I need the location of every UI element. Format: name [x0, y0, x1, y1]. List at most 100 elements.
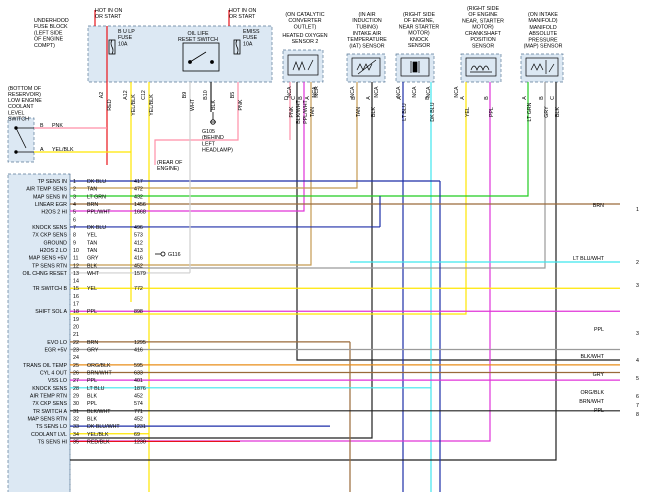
output-number: 7 [636, 403, 639, 409]
pcm-pin-number: 21 [73, 332, 79, 338]
sensor-wire-color-label: DK BLU [430, 102, 436, 121]
output-wire-color: BRN [593, 203, 604, 209]
output-wire-color: PPL [594, 408, 604, 414]
pcm-circuit-number: 772 [134, 286, 143, 292]
underhood-fuse-block-label: FUSE BLOCK [34, 24, 68, 30]
sensor-pin-label: D [284, 96, 290, 100]
coolant-switch-label: COOLANT [8, 104, 34, 110]
catalytic-converter-location-label: CONVERTER [288, 18, 321, 24]
pcm-pin-number: 24 [73, 355, 79, 361]
pcm-signal-label: EGR +5V [44, 348, 67, 354]
nca-mark: NCA [314, 86, 320, 98]
ckp-sensor-box [460, 53, 502, 83]
pcm-signal-label: LINEAR EGR [35, 202, 67, 208]
wire-ckp-a-yel [70, 82, 467, 315]
iat-location-label: TUBING) [356, 24, 378, 30]
pcm-wire-color: TAN [87, 240, 97, 246]
pcm-circuit-number: 1231 [134, 424, 146, 430]
map-sensor-label: PRESSURE [528, 37, 558, 43]
knock-location-label: NEAR STARTER [399, 24, 440, 30]
sensor-wire-color-label: LT GRN [527, 102, 533, 121]
map-sensor-icon [525, 57, 559, 77]
pcm-wire-color: BLK [87, 263, 97, 269]
underhood-fuse-block-label: OF ENGINE [34, 37, 64, 43]
underhood-fuse-block-label: UNDERHOOD [34, 18, 69, 24]
map-sensor-label: MANIFOLD [529, 25, 557, 31]
output-number: 3 [636, 331, 639, 337]
sensor-wire-color-label: GRY [544, 106, 550, 118]
knock-sensor-icon [400, 57, 430, 77]
bu-lp-fuse-icon [108, 39, 116, 55]
output-wire-color: BLK/WHT [580, 354, 604, 360]
knock-sensor-label: SENSOR [408, 43, 431, 49]
pcm-wire-color: YEL [87, 233, 97, 239]
pcm-pin-number: 27 [73, 378, 79, 384]
fuse-wire-color-label: PNK [238, 99, 244, 110]
pcm-signal-label: 7X CKP SENS [32, 401, 67, 407]
pcm-signal-label: SHIFT SOL A [35, 309, 67, 315]
pcm-wire-color: WHT [87, 271, 100, 277]
fuse-pin-label: B9 [182, 92, 188, 99]
iat-location-label: INDUCTION [352, 18, 382, 24]
sensor-pin-label: A [366, 96, 372, 100]
pcm-circuit-number: 633 [134, 371, 143, 377]
pcm-pin-number: 6 [73, 217, 76, 223]
pcm-wire-color: GRY [87, 256, 99, 262]
output-number: 2 [636, 260, 639, 266]
fuse-pin-label: B5 [230, 92, 236, 99]
map-location-label: MANIFOLD) [528, 18, 557, 24]
coolant-switch-label: SWITCH [8, 117, 29, 123]
pcm-circuit-number: 771 [134, 409, 143, 415]
knock-location-label: MOTOR) [408, 31, 430, 37]
wire-o2-b-pplwht [70, 82, 305, 212]
pcm-signal-label: COOLANT LVL [31, 432, 67, 438]
pcm-pin-number: 8 [73, 233, 76, 239]
pcm-wire-color: BLK/WHT [87, 409, 111, 415]
output-number: 1 [636, 207, 639, 213]
wire-b5-pnk [154, 82, 239, 165]
nca-mark: NCA [287, 86, 293, 98]
pcm-pin-number: 23 [73, 348, 79, 354]
pcm-pin-number: 4 [73, 202, 76, 208]
pcm-pin-number: 20 [73, 325, 79, 331]
oxygen-sensor-icon [287, 54, 319, 76]
g105-label: HEADLAMP) [202, 148, 233, 154]
pcm-circuit-number: 1456 [134, 202, 146, 208]
hot-in-on-left-label: HOT IN ON [95, 8, 122, 14]
knock-location-label: (RIGHT SIDE [403, 12, 435, 18]
pcm-signal-label: TS SENS LO [36, 424, 67, 430]
pcm-wire-color: BRN/WHT [87, 371, 112, 377]
pcm-wire-color: RED/BLK [87, 439, 110, 445]
sensor-pin-label: C [291, 96, 297, 100]
fuse-pin-label: C12 [141, 90, 147, 100]
pcm-circuit-number: 898 [134, 309, 143, 315]
sensor-wire-color-label: BLK [371, 107, 377, 117]
pcm-circuit-number: 472 [134, 187, 143, 193]
pcm-wire-color: LT GRN [87, 194, 106, 200]
coolant-pin-b: B [40, 123, 44, 129]
wire-o2-c-blkwht [296, 82, 620, 361]
output-number: 6 [636, 394, 639, 400]
pcm-pin-number: 35 [73, 439, 79, 445]
sensor-wire-color-label: BLK [555, 107, 561, 117]
hot-in-on-left-label: OR START [95, 14, 122, 20]
oil-life-reset-switch-label: RESET SWITCH [178, 37, 218, 43]
output-wire-color: ORG/BLK [580, 390, 604, 396]
iat-sensor-label: TEMPERATURE [347, 37, 387, 43]
pcm-signal-label: MAP SENS RTN [27, 416, 67, 422]
fuse-wire-color-label: WHT [190, 98, 196, 111]
g116-label: G116 [168, 252, 181, 258]
underhood-fuse-block-label: (LEFT SIDE [34, 30, 63, 36]
pcm-pin-number: 10 [73, 248, 79, 254]
oil-life-reset-switch-icon [182, 42, 220, 72]
heated-oxygen-sensor-label: HEATED OXYGEN [282, 33, 327, 39]
ckp-sensor-label: POSITION [470, 37, 495, 43]
pcm-pin-number: 16 [73, 294, 79, 300]
emiss-fuse-icon [233, 39, 241, 55]
pcm-circuit-number: 1579 [134, 271, 146, 277]
pcm-pin-number: 33 [73, 424, 79, 430]
emiss-fuse-label: FUSE [243, 35, 258, 41]
pcm-circuit-number: 496 [134, 225, 143, 231]
pcm-pin-number: 15 [73, 286, 79, 292]
